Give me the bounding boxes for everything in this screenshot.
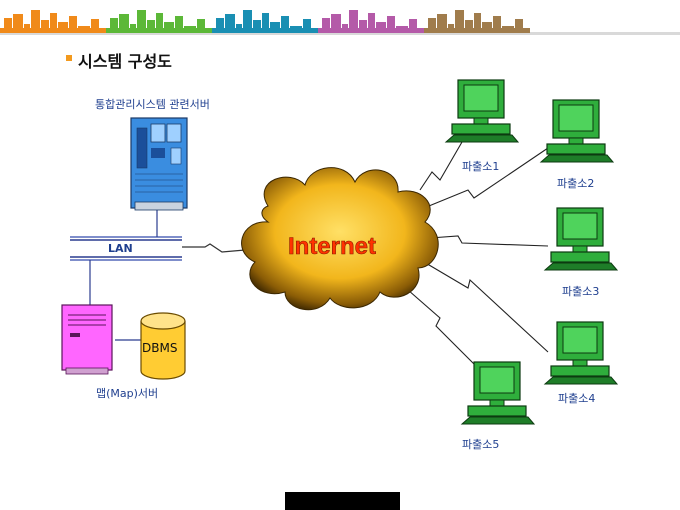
station-terminal-1 — [444, 79, 520, 143]
page-title: 시스템 구성도 — [78, 52, 172, 71]
main-server — [130, 117, 188, 211]
station-terminal-5 — [460, 361, 536, 425]
map-server — [61, 304, 113, 375]
header-banner — [0, 10, 680, 35]
station-label-2: 파출소2 — [557, 177, 595, 190]
terminals — [444, 79, 619, 425]
station-terminal-3 — [543, 207, 619, 271]
station-terminal-2 — [539, 99, 615, 163]
station-label-1: 파출소1 — [462, 160, 500, 173]
skyline-orange — [0, 10, 106, 33]
lan-network — [70, 207, 246, 341]
station-terminal-4 — [543, 321, 619, 385]
connections — [407, 141, 549, 373]
skyline-green — [106, 10, 212, 33]
skyline-blue — [212, 10, 318, 33]
skyline-purple — [318, 10, 424, 33]
station-label-4: 파출소4 — [558, 392, 596, 405]
map-server-label: 맵(Map)서버 — [96, 387, 159, 400]
dbms-database — [140, 312, 186, 380]
station-label-5: 파출소5 — [462, 438, 500, 451]
internet-label: Internet — [288, 233, 376, 260]
dbms-label: DBMS — [142, 341, 178, 355]
skyline-brown — [424, 10, 530, 33]
lan-label: LAN — [108, 242, 133, 255]
station-label-3: 파출소3 — [562, 285, 600, 298]
bottom-bar — [285, 492, 400, 510]
internet-cloud: Internet — [241, 167, 439, 311]
title-bullet-icon — [66, 55, 72, 61]
server-label: 통합관리시스템 관련서버 — [95, 98, 210, 111]
